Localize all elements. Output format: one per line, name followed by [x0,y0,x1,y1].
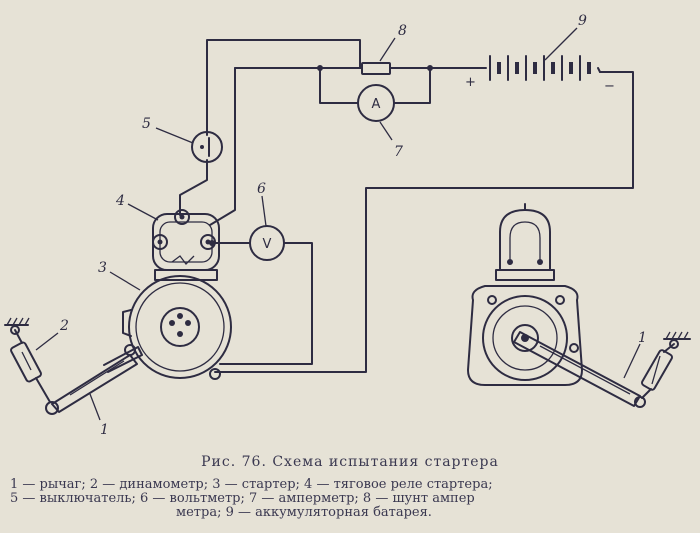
ammeter-label: A [372,97,381,112]
lever-right [513,331,691,408]
battery-cell-plate [533,62,537,74]
callout-4: 4 [115,193,125,209]
figure-caption: Рис. 76. Схема испытания стартера [201,454,499,470]
callout-3: 3 [98,260,107,276]
battery-cell-plate [587,62,591,74]
battery-cell-plate [569,62,573,74]
starter-right [467,203,583,386]
shunt [317,62,433,75]
lever-left [4,317,143,415]
callouts: 9 8 7 5 6 4 3 2 1 1 [35,13,647,438]
battery: + − [465,55,615,94]
battery-cell-plate [515,62,519,74]
battery-plus-label: + [465,75,476,90]
callout-2: 2 [59,318,69,334]
starter-test-diagram: A + − V [4,13,691,438]
starter-left [122,209,232,380]
battery-minus-label: − [604,79,615,94]
callout-5: 5 [142,116,151,132]
callout-1-left: 1 [100,422,109,438]
legend-line: 1 — рычаг; 2 — динамометр; 3 — стартер; … [10,477,493,492]
wiring [179,39,634,373]
battery-cell-plate [497,62,501,74]
voltmeter-label: V [263,237,272,252]
battery-cell-plate [551,62,555,74]
figure-legend: 1 — рычаг; 2 — динамометр; 3 — стартер; … [10,478,690,520]
legend-line: метра; 9 — аккумуляторная батарея. [176,505,432,520]
callout-8: 8 [398,23,407,39]
callout-6: 6 [257,181,266,197]
callout-9: 9 [578,13,587,29]
callout-7: 7 [394,144,403,160]
ammeter: A [357,84,395,122]
legend-line: 5 — выключатель; 6 — вольтметр; 7 — ампе… [10,491,475,506]
battery-terminal [597,67,601,73]
callout-1-right: 1 [638,330,647,346]
switch [191,131,223,163]
